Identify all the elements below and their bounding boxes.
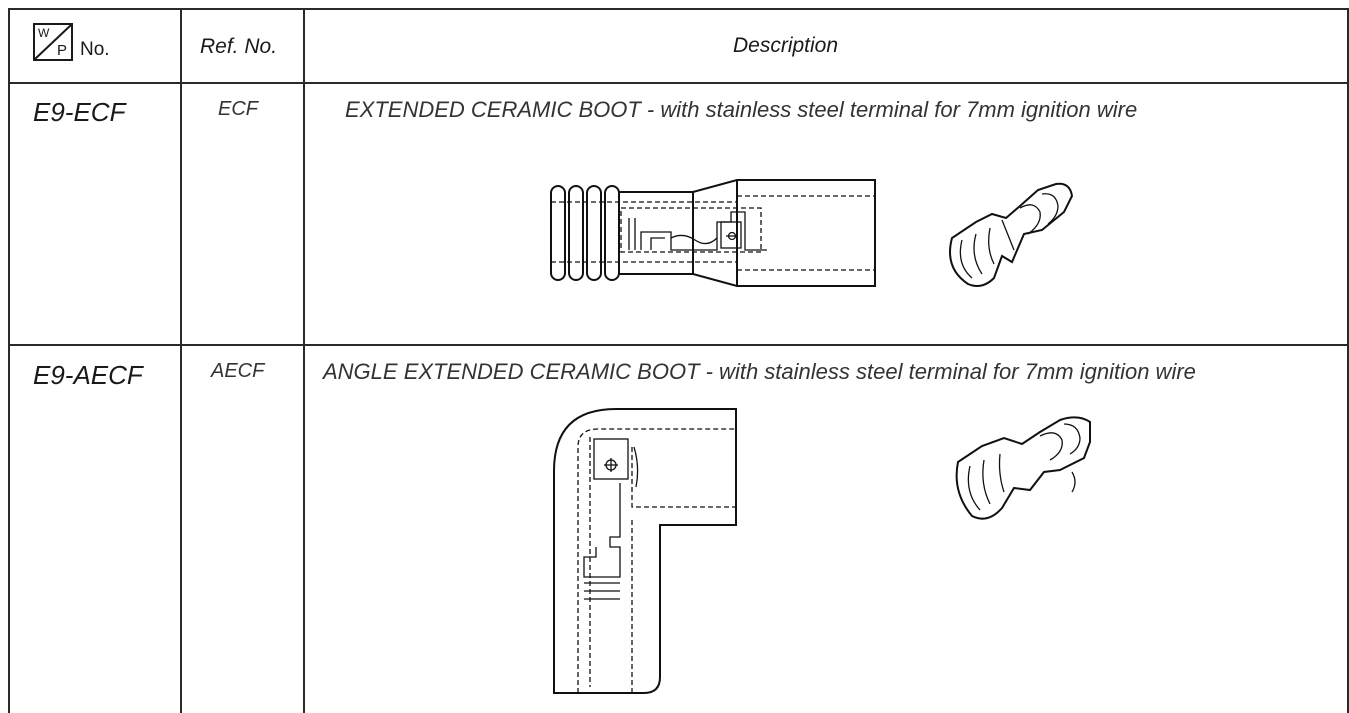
column-divider-2 [303,8,305,713]
header-divider [8,82,1349,84]
wp-logo-box: W P [33,23,73,61]
straight-boot-drawing [550,179,876,287]
table-border-top [8,8,1349,10]
row-2-ref-no: AECF [211,360,265,382]
wp-logo-slash [34,24,72,60]
wp-logo-p: P [57,42,68,59]
row-divider [8,344,1349,346]
row-1-part-no: E9-ECF [33,97,126,127]
row-2-description: ANGLE EXTENDED CERAMIC BOOT - with stain… [323,359,1196,384]
terminal-drawing-2 [955,416,1091,520]
wp-logo-w: W [38,26,50,40]
header-description: Description [733,34,839,57]
angle-boot-drawing [553,408,737,694]
header-no: No. [80,39,110,60]
column-divider-1 [180,8,182,713]
header-ref-no: Ref. No. [200,35,278,58]
row-2-part-no: E9-AECF [33,360,143,390]
row-1-description: EXTENDED CERAMIC BOOT - with stainless s… [345,97,1138,122]
table-border-right [1347,8,1349,713]
row-1-ref-no: ECF [218,98,258,120]
terminal-drawing-1 [949,182,1074,287]
table-border-left [8,8,10,713]
